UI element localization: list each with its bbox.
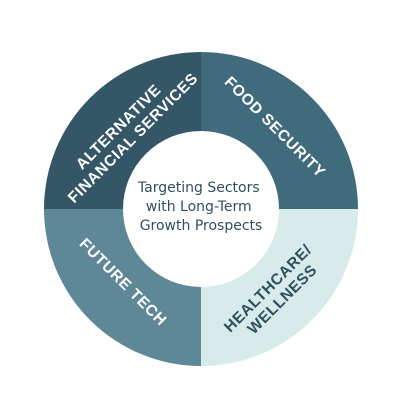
center-title-line-1: Targeting Sectors — [137, 180, 260, 196]
center-title-line-3: Growth Prospects — [140, 218, 263, 234]
center-disc — [123, 131, 279, 287]
center-title-line-2: with Long-Term — [146, 199, 252, 215]
center-title: Targeting Sectors with Long-Term Growth … — [137, 180, 264, 234]
